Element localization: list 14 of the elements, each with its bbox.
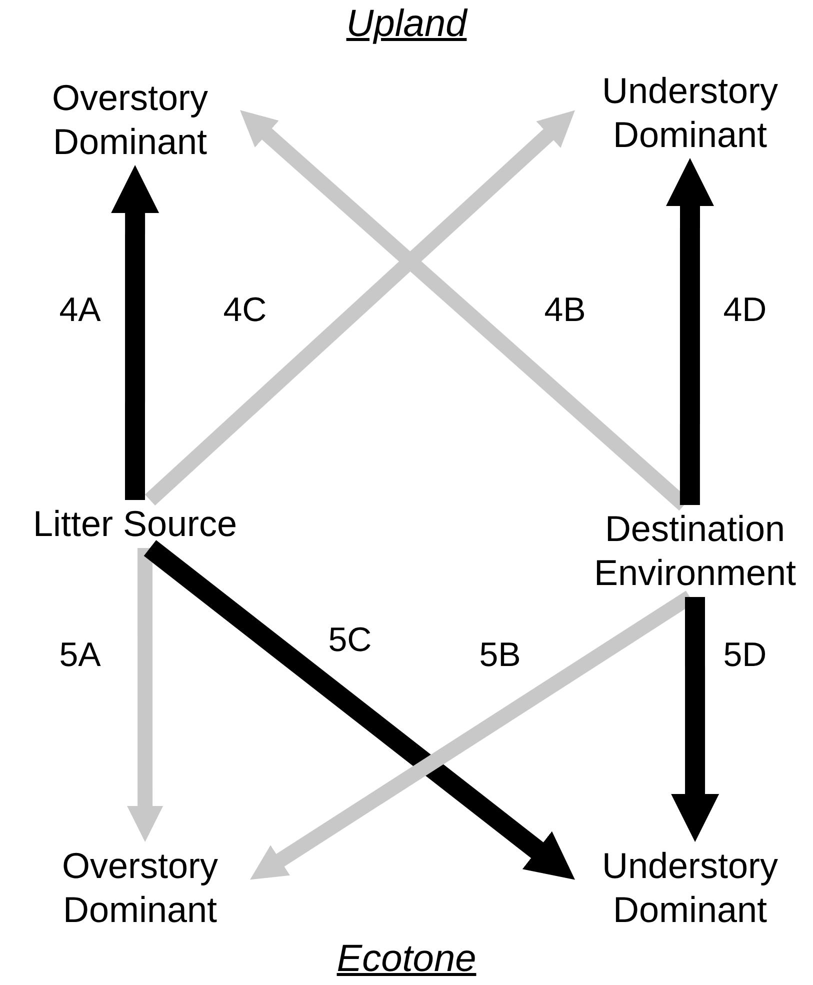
node-label: Destination Environment bbox=[592, 507, 798, 595]
arrow bbox=[144, 540, 575, 880]
section-heading: Ecotone bbox=[336, 937, 476, 982]
node-label: Understory Dominant bbox=[600, 69, 780, 157]
arrow bbox=[144, 110, 575, 506]
arrow bbox=[666, 158, 714, 505]
node-label: Understory Dominant bbox=[600, 844, 780, 932]
arrow bbox=[671, 597, 720, 842]
arrow bbox=[127, 548, 164, 842]
node-label: Litter Source bbox=[32, 502, 238, 546]
node-label: Overstory Dominant bbox=[60, 844, 220, 932]
section-heading: Upland bbox=[346, 2, 467, 47]
node-label: Overstory Dominant bbox=[50, 76, 210, 164]
arrow bbox=[111, 165, 160, 500]
